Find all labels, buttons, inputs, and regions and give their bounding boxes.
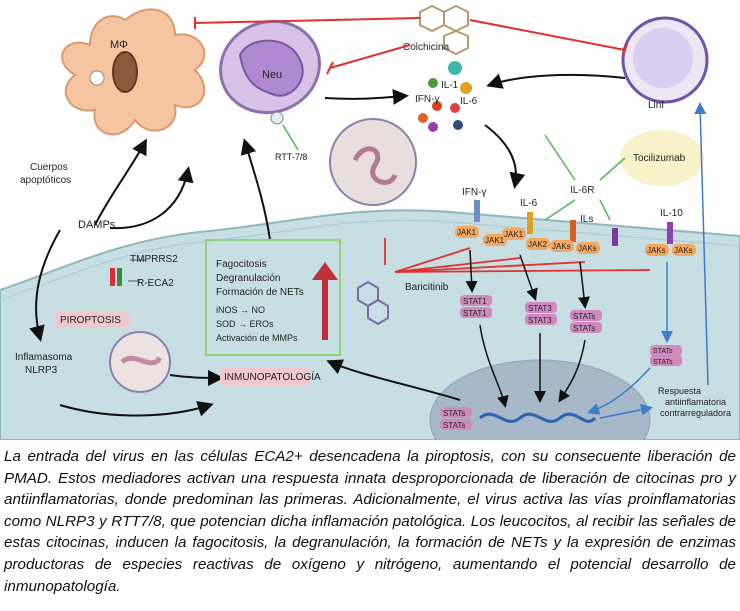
jak1a-label: JAK1 [457, 228, 477, 237]
reca2-label: R-ECA2 [137, 278, 174, 289]
arrow-damps-to-macrophage [94, 138, 147, 226]
baricitinib-inhibition-lines [384, 238, 651, 273]
receptor-ace2 [110, 268, 122, 286]
statsN1-label: STATs [443, 409, 465, 418]
il10-pathway-arrows [587, 102, 709, 419]
apoptotic-label: Cuerpos apoptóticos [20, 162, 71, 186]
inmunopatologia-label: INMUNOPATOLOGÍA [224, 370, 321, 383]
cytokine-cluster [418, 61, 472, 132]
dna-strand [479, 412, 597, 423]
respuesta-line2: antiinflamatoria [665, 397, 726, 407]
virus-free [329, 118, 417, 206]
increase-arrow [312, 262, 338, 340]
stat3a-label: STAT3 [528, 304, 552, 313]
receptor-il6-label: IL-6 [520, 198, 538, 209]
respuesta-label: Respuesta antiinflamatoria contrarregula… [658, 386, 731, 418]
effect-line6: Activación de MMPs [216, 333, 298, 343]
arrow-cytokines-down [484, 124, 526, 189]
jak1c-label: JAK1 [504, 230, 524, 239]
il10-label: IL-10 [660, 208, 683, 219]
baricitinib-molecule [357, 280, 389, 326]
colchicine-label: Colchicina [403, 42, 450, 53]
neutrophil: Neu [219, 19, 321, 125]
arrow-nlrp3-to-immuno [59, 401, 214, 417]
signal-arrows [465, 249, 590, 408]
macrophage: MΦ [61, 8, 206, 136]
tmprss2-label: TMPRRS2 [130, 254, 178, 265]
il6-label: IL-6 [460, 96, 478, 107]
il6r-green-links [544, 134, 626, 221]
figure-caption: La entrada del virus en las células ECA2… [4, 448, 736, 595]
jak2-label: JAK2 [528, 240, 548, 249]
jak1b-label: JAK1 [485, 236, 505, 245]
arrow-linf-to-cytokines [486, 73, 626, 89]
statsN2-label: STATs [443, 421, 465, 430]
arrow-dna-to-immuno [326, 359, 461, 401]
colchicine-molecule [419, 4, 469, 56]
il1-label: IL-1 [441, 80, 459, 91]
statsB2-label: STATs [653, 359, 673, 366]
neutrophil-label: Neu [262, 69, 282, 81]
inflamasoma-line1: Inflamasoma [15, 352, 73, 363]
stat3b-label: STAT3 [528, 316, 552, 325]
respuesta-line3: contrarreguladora [660, 408, 731, 418]
effect-line5: SOD → EROs [216, 319, 274, 329]
stat-boxes [440, 295, 682, 430]
arrow-box-to-neutrophil [240, 138, 271, 241]
receptor-ifn-label: IFN-γ [462, 187, 486, 198]
cell-membrane-inner [0, 219, 740, 301]
colchicine-inhibit-macrophage [194, 17, 421, 24]
pathophysiology-diagram: MΦ Neu Linf Colchicina IL-1 IFN-γ [0, 4, 740, 440]
lymphocyte-label: Linf [648, 100, 664, 111]
tocilizumab-bubble [620, 130, 704, 186]
damps-label: DAMPs [78, 219, 116, 231]
arrow-neu-to-cytokines [324, 88, 409, 105]
inflamasoma-line2: NLRP3 [25, 365, 58, 376]
colchicine-inhibit-lymphocyte [469, 19, 626, 51]
jaks2-label: JAKs [578, 244, 597, 253]
jak-boxes [455, 226, 696, 256]
apoptotic-line2: apoptóticos [20, 175, 71, 186]
effect-line3: Formación de NETs [216, 287, 304, 298]
colchicine-inhibit-neutrophil [329, 44, 411, 69]
inflamasoma-label: Inflamasoma NLRP3 [15, 352, 75, 376]
rtt-label: RTT-7/8 [275, 152, 307, 162]
stat1b-label: STAT1 [463, 309, 487, 318]
apoptotic-line1: Cuerpos [30, 162, 68, 173]
virus-internal [109, 331, 171, 393]
ifn-gamma-label: IFN-γ [415, 94, 439, 105]
baricitinib-label: Baricitinib [405, 282, 449, 293]
arrow-virus-to-immuno [169, 369, 224, 386]
effect-line1: Fagocitosis [216, 259, 267, 270]
arrow-damps-down [29, 229, 61, 342]
inmunopatologia-box [220, 367, 310, 385]
stat1a-label: STAT1 [463, 297, 487, 306]
leukocyte-effects-box [205, 239, 341, 356]
lymphocyte: Linf [621, 16, 709, 111]
statsA2-label: STATs [573, 324, 595, 333]
piroptosis-label: PIROPTOSIS [60, 315, 121, 326]
membrane-receptors [474, 200, 673, 246]
piroptosis-box [55, 311, 130, 328]
statsB1-label: STATs [653, 348, 673, 355]
macrophage-label: MΦ [110, 39, 128, 51]
il6r-label: IL-6R [570, 185, 594, 196]
arrow-damps-to-neutrophil [109, 166, 194, 230]
effect-line2: Degranulación [216, 273, 281, 284]
effect-line4: iNOS → NO [216, 305, 265, 315]
jaks4-label: JAKs [674, 246, 693, 255]
receptor-ils-label: ILs [580, 214, 593, 225]
respuesta-line1: Respuesta [658, 386, 701, 396]
statsA1-label: STATs [573, 312, 595, 321]
jaks3-label: JAKs [647, 246, 666, 255]
jaks1-label: JAKs [552, 242, 571, 251]
tocilizumab-label: Tocilizumab [633, 153, 686, 164]
